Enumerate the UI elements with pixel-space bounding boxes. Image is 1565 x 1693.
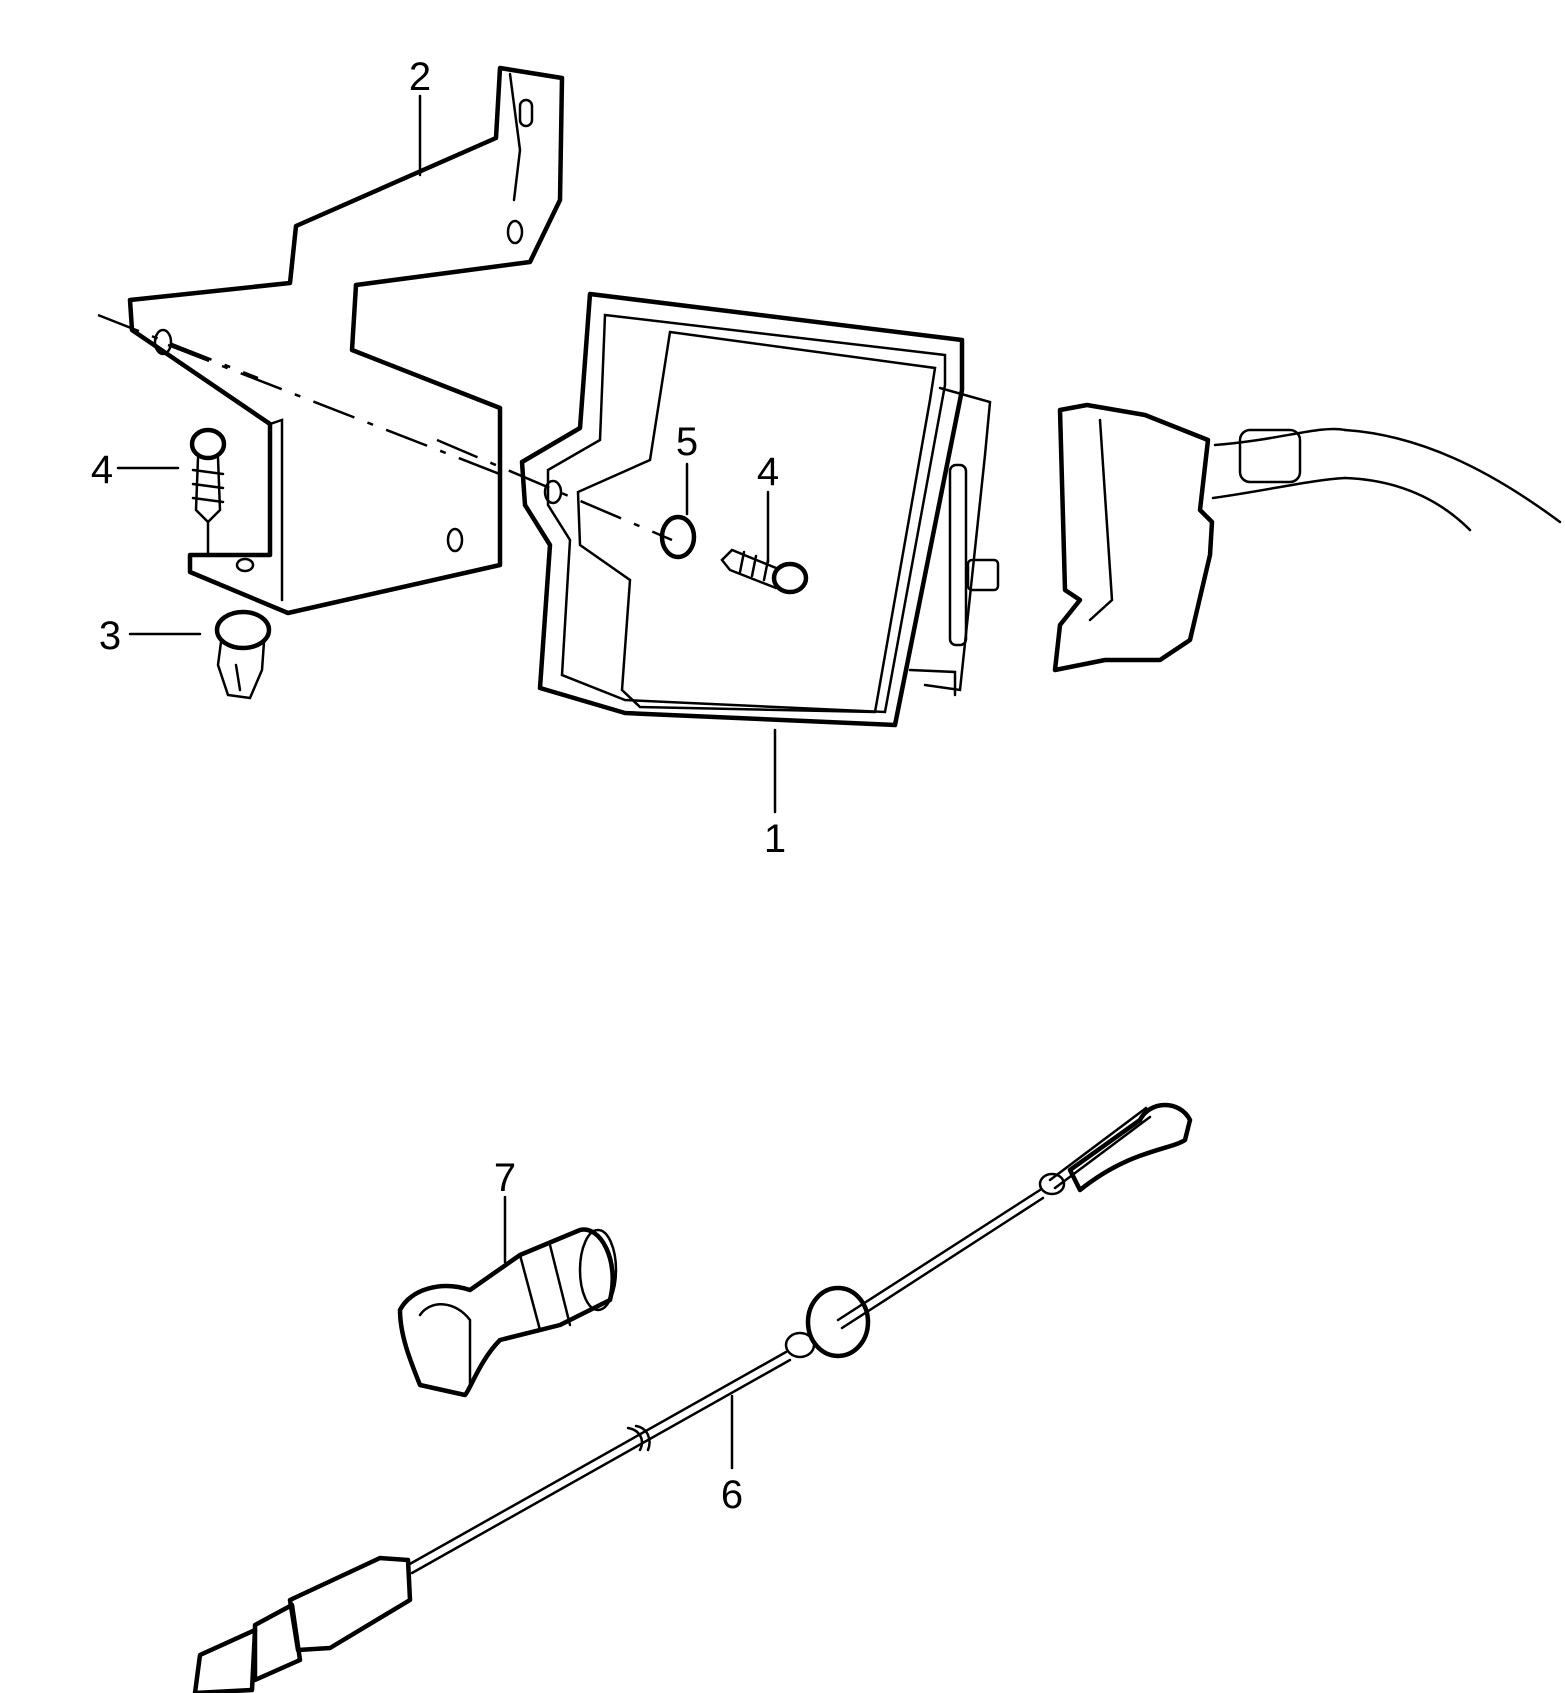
callout-2: 2 (409, 55, 431, 99)
leader-lines (116, 94, 777, 1470)
callout-5: 5 (676, 420, 698, 464)
callout-1: 1 (764, 817, 786, 861)
callout-4a: 4 (91, 448, 113, 492)
clip (214, 609, 272, 700)
callout-4b: 4 (757, 450, 779, 494)
callout-7: 7 (494, 1156, 516, 1200)
center-lines (97, 313, 673, 555)
callout-6: 6 (721, 1473, 743, 1517)
oxygen-sensor (192, 1102, 1193, 1693)
screw-4a (189, 427, 227, 524)
control-unit (519, 291, 1000, 728)
connector-plug (1052, 402, 1562, 673)
callout-3: 3 (99, 614, 121, 658)
screw-4b (720, 548, 809, 595)
mounting-bracket (127, 65, 565, 616)
grommet (397, 1227, 618, 1398)
